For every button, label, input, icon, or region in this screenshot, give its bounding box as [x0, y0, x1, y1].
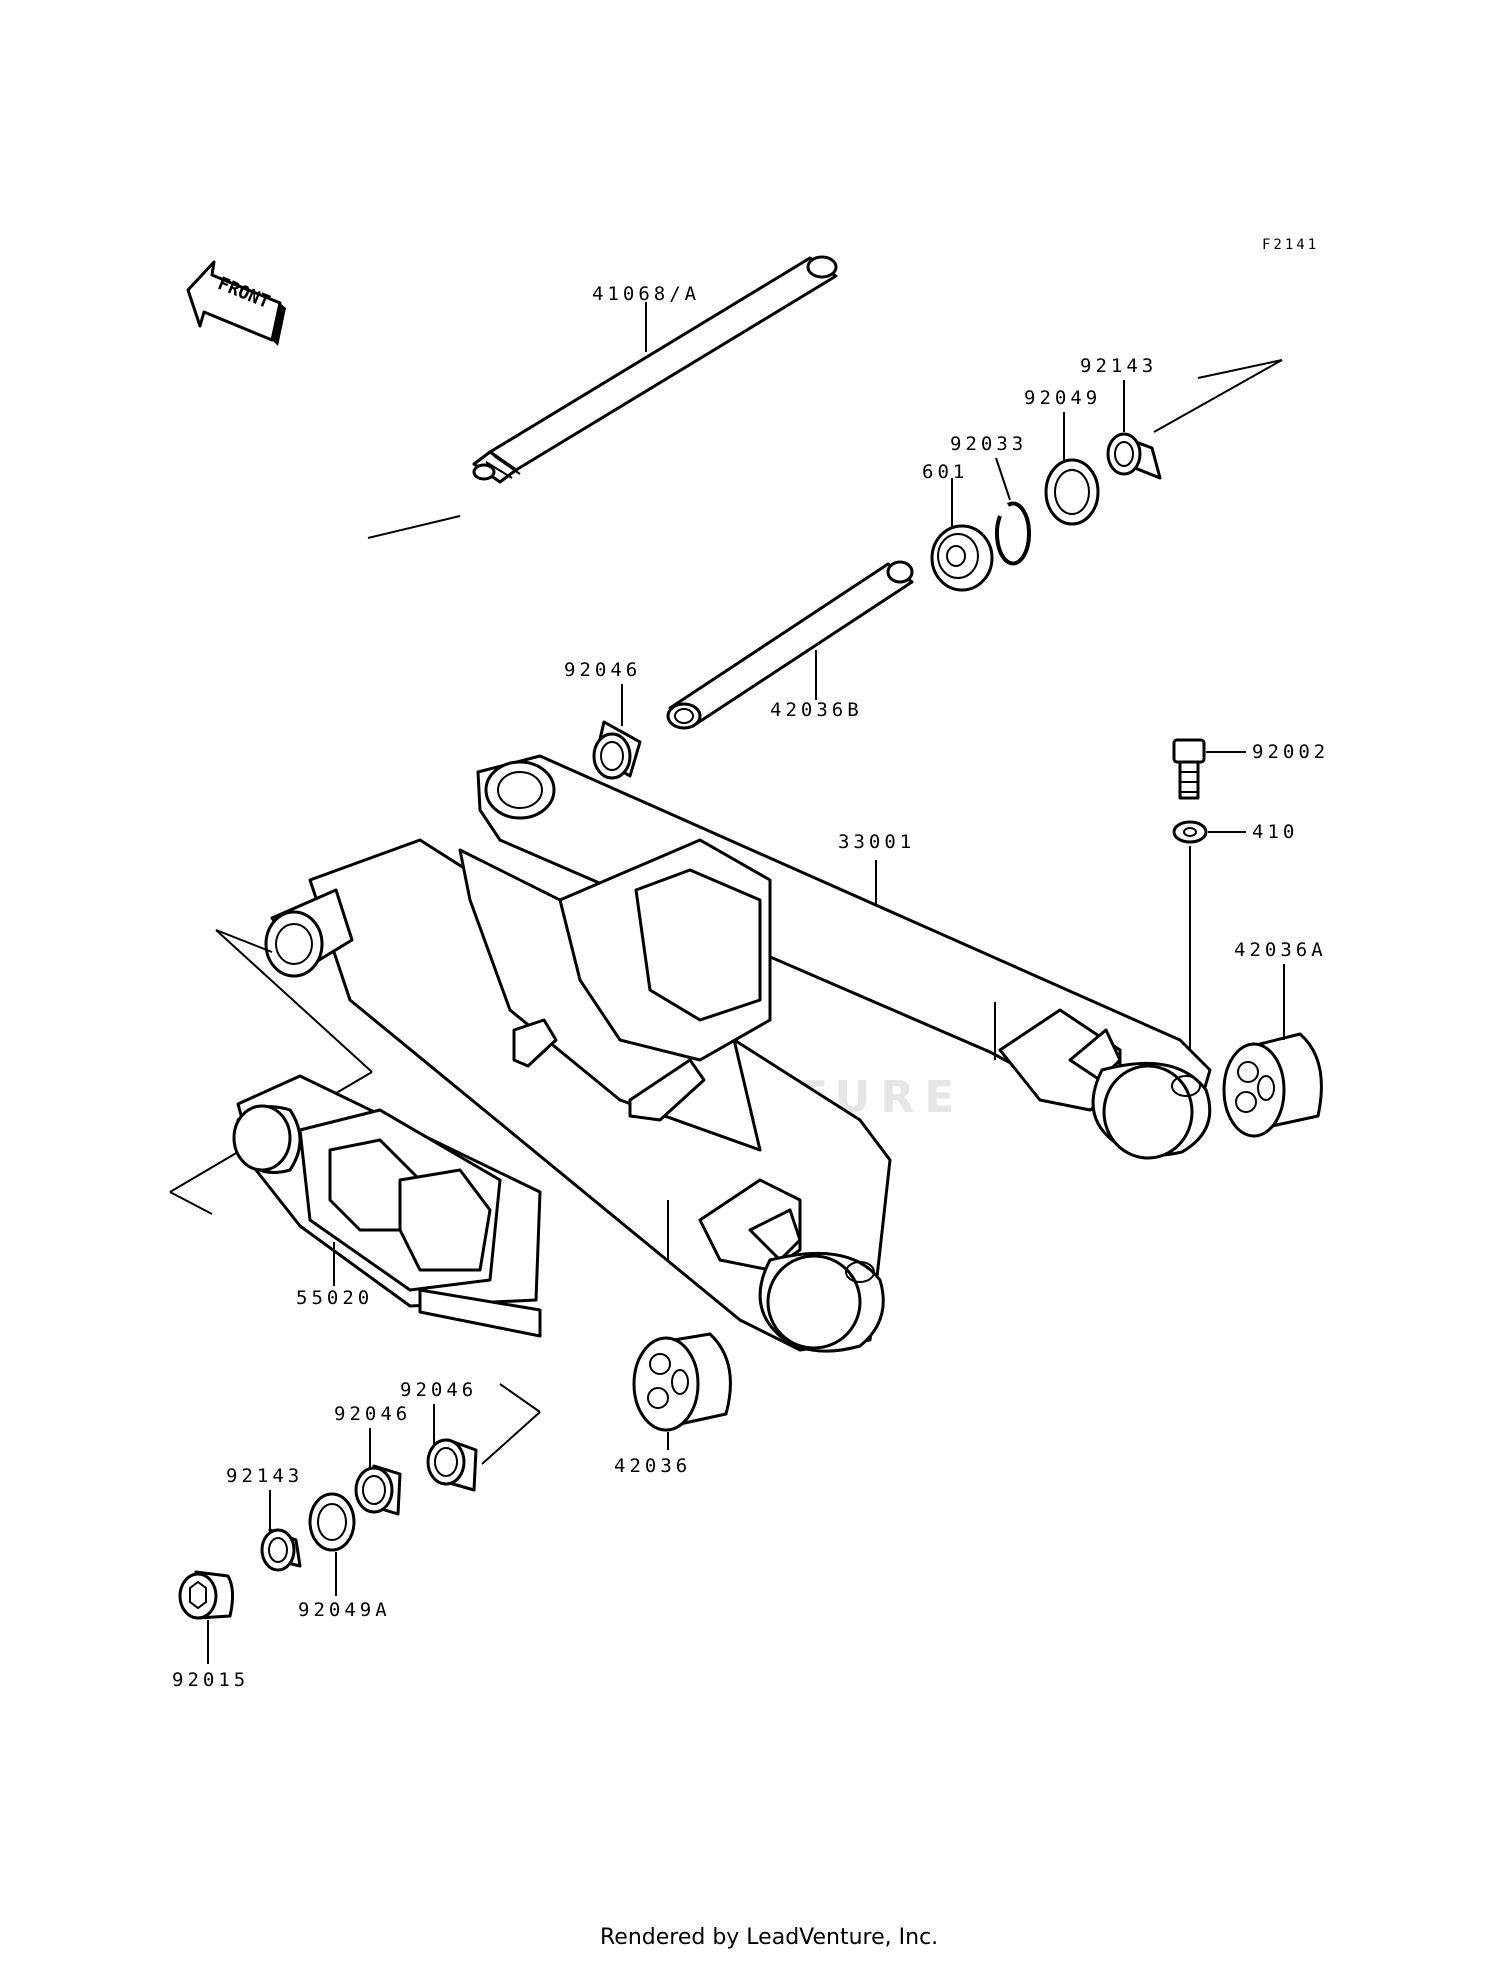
circlip [995, 501, 1031, 566]
needle-bearing-low-right [426, 1438, 478, 1492]
label-92033: 92033 [950, 433, 1027, 455]
label-42036a: 42036A [1234, 939, 1327, 961]
label-92143-top: 92143 [1080, 355, 1157, 377]
footer-credit: Rendered by LeadVenture, Inc. [600, 1925, 938, 1950]
collar-top [1106, 432, 1162, 480]
label-92046-top: 92046 [564, 659, 641, 681]
diagram-code: F2141 [1262, 237, 1319, 253]
leader-line [481, 1411, 541, 1465]
leader-line [169, 1191, 213, 1215]
oil-seal-low [308, 1492, 356, 1552]
leader-line [215, 929, 273, 953]
oil-seal-top [1044, 458, 1100, 526]
leader-line [215, 929, 373, 1073]
bolt [1172, 738, 1206, 800]
label-410: 410 [1252, 821, 1298, 843]
leader-line [1153, 359, 1283, 433]
label-42036b: 42036B [770, 699, 863, 721]
nut [178, 1570, 235, 1620]
needle-bearing-low-left [354, 1464, 402, 1516]
label-92046-mid: 92046 [400, 1379, 477, 1401]
label-33001: 33001 [838, 831, 915, 853]
label-92002: 92002 [1252, 741, 1329, 763]
swingarm [264, 754, 1212, 1353]
label-41068a: 41068/A [592, 283, 700, 305]
label-92015: 92015 [172, 1669, 249, 1691]
leader-line [169, 1151, 239, 1193]
chain-guard [232, 1074, 542, 1338]
inner-sleeve [666, 560, 914, 730]
front-arrow-icon: FRONT [186, 260, 286, 346]
label-55020: 55020 [296, 1287, 373, 1309]
needle-bearing-top [592, 720, 642, 780]
label-92143-low: 92143 [226, 1465, 303, 1487]
washer [1172, 820, 1208, 844]
leader-line [1197, 359, 1283, 379]
ball-bearing [930, 524, 994, 592]
rubber-bushing-lower [632, 1332, 732, 1432]
pivot-shaft [472, 255, 838, 484]
label-92049a: 92049A [298, 1599, 391, 1621]
label-601: 601 [922, 461, 968, 483]
label-92049: 92049 [1024, 387, 1101, 409]
leader-line [995, 457, 1011, 501]
leader-line [367, 515, 461, 539]
label-92046-low: 92046 [334, 1403, 411, 1425]
collar-low [260, 1528, 302, 1572]
label-42036: 42036 [614, 1455, 691, 1477]
rubber-bushing-right [1222, 1032, 1323, 1138]
leader-line [499, 1383, 541, 1413]
